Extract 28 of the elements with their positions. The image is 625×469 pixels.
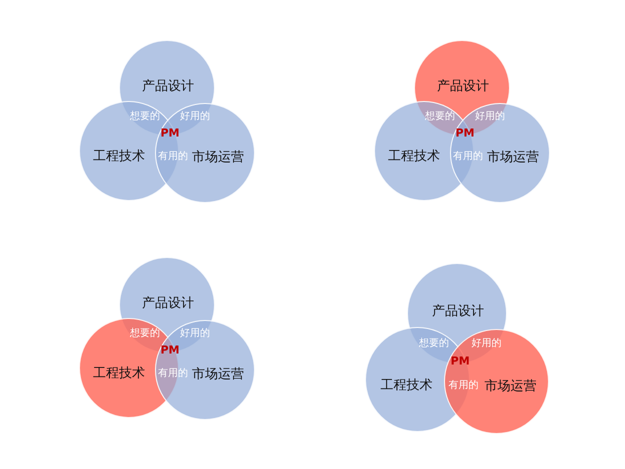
circle-label: 工程技术 <box>380 376 433 394</box>
circle-label: 市场运营 <box>487 149 539 166</box>
overlap-label: 想要的 <box>425 110 455 123</box>
center-label: PM <box>456 126 474 140</box>
circle-label: 市场运营 <box>484 378 536 395</box>
center-label: PM <box>160 344 180 356</box>
overlap-label: 有用的 <box>158 367 188 380</box>
center-label: PM <box>450 354 470 367</box>
circle-label: 产品设计 <box>142 78 194 95</box>
overlap-label: 有用的 <box>448 378 478 392</box>
overlap-label: 有用的 <box>158 150 188 163</box>
overlap-label: 好用的 <box>471 336 502 350</box>
overlap-label: 好用的 <box>475 110 505 123</box>
circle-label: 产品设计 <box>142 295 194 312</box>
circle-label: 市场运营 <box>192 366 244 383</box>
circle-label: 工程技术 <box>93 148 145 165</box>
overlap-label: 有用的 <box>453 150 483 163</box>
circle-label: 市场运营 <box>192 149 244 166</box>
circle-label: 产品设计 <box>432 303 484 320</box>
circle-label: 产品设计 <box>437 78 489 95</box>
overlap-label: 好用的 <box>180 110 210 123</box>
overlap-label: 想要的 <box>130 110 160 123</box>
overlap-label: 好用的 <box>180 327 210 340</box>
circle-label: 工程技术 <box>93 365 145 382</box>
center-label: PM <box>160 126 180 140</box>
circle-label: 工程技术 <box>388 148 440 165</box>
overlap-label: 想要的 <box>130 326 160 340</box>
overlap-label: 想要的 <box>418 336 449 350</box>
